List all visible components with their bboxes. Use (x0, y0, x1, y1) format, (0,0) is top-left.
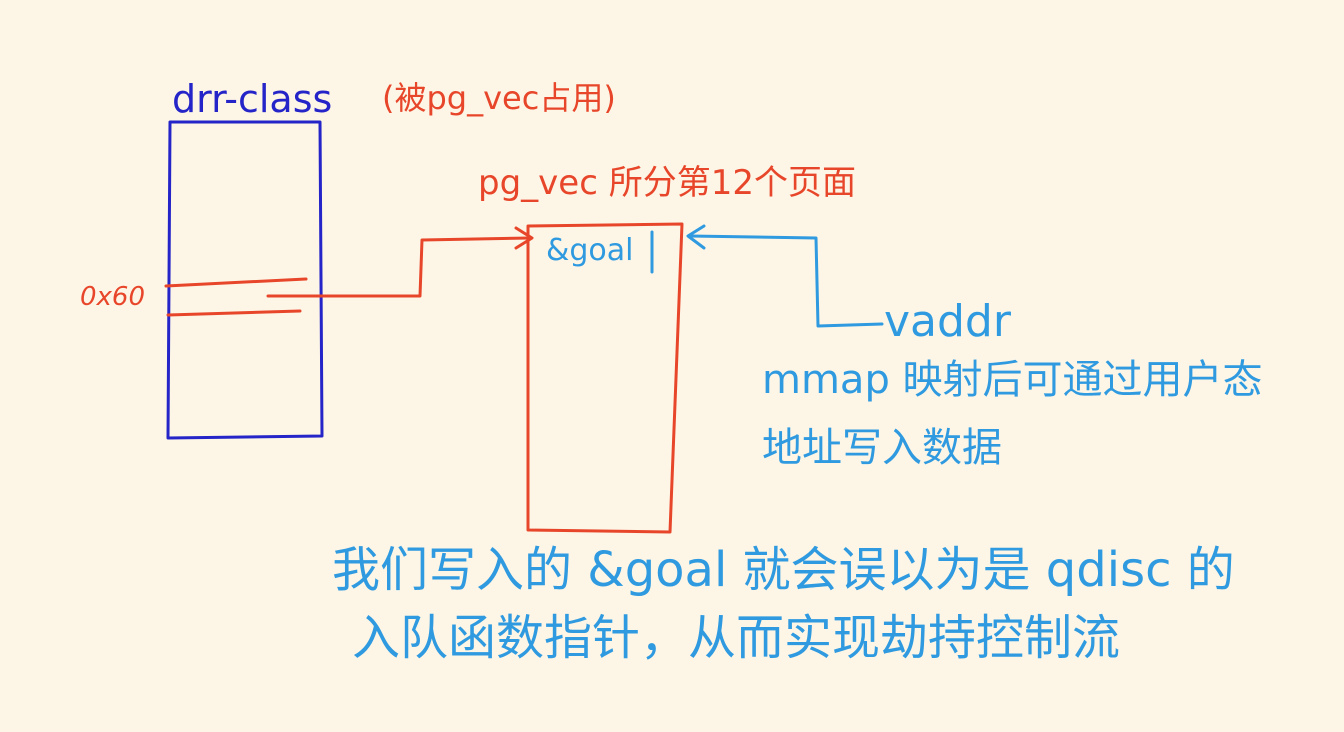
drr-slot-top-line (164, 277, 308, 288)
drr-class-title: drr-class (172, 77, 333, 121)
offset-label: 0x60 (80, 282, 146, 312)
pg-vec-page-box (526, 222, 684, 534)
slot-to-page-arrowhead (514, 226, 534, 250)
conclusion-line2: 入队函数指针，从而实现劫持控制流 (352, 610, 1121, 666)
conclusion-line1: 我们写入的 &goal 就会误以为是 qdisc 的 (332, 542, 1235, 598)
mmap-description-line1: mmap 映射后可通过用户态 (762, 357, 1263, 403)
pg-vec-page-title: pg_vec 所分第12个页面 (478, 163, 856, 203)
vaddr-arrowhead (686, 224, 706, 250)
drr-slot-bottom-line (166, 309, 302, 317)
slot-to-page-arrow (266, 236, 532, 298)
goal-label: &goal (546, 233, 634, 268)
vaddr-label: vaddr (884, 296, 1011, 347)
drr-class-note: (被pg_vec占用) (382, 79, 616, 117)
drr-class-box (166, 120, 324, 440)
mmap-description-line2: 地址写入数据 (762, 425, 1002, 471)
vaddr-arrow (688, 234, 884, 328)
